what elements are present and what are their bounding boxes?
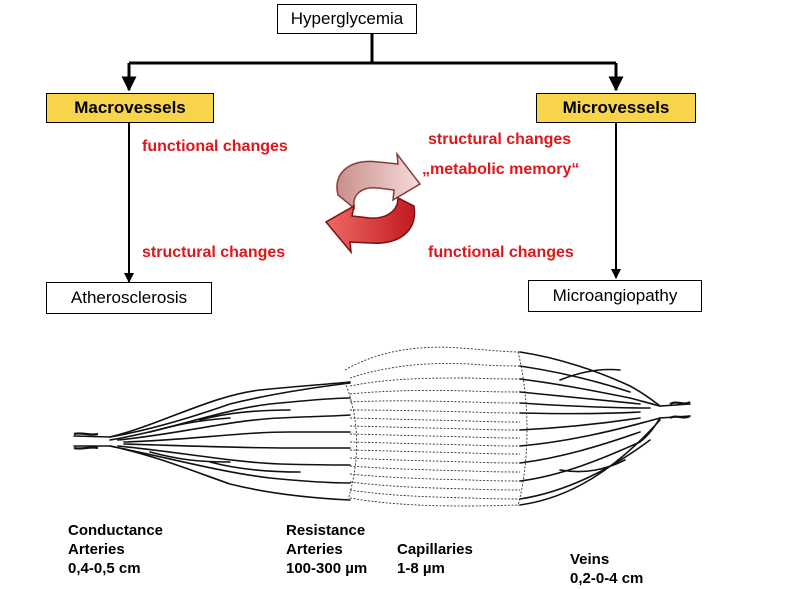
cycle-arrow-light <box>336 151 422 210</box>
veins-label: Veins 0,2-0-4 cm <box>570 550 643 588</box>
conductance-arteries-label: Conductance Arteries 0,4-0,5 cm <box>68 521 163 578</box>
capillaries-label: Capillaries 1-8 µm <box>397 540 473 578</box>
resistance-line2: Arteries <box>286 541 343 558</box>
microvessels-label: Microvessels <box>562 98 670 117</box>
left-functional-changes: functional changes <box>142 138 288 155</box>
resistance-line1: Resistance <box>286 522 366 539</box>
hyperglycemia-box: Hyperglycemia <box>277 4 417 34</box>
microangiopathy-label: Microangiopathy <box>552 286 678 305</box>
veins-line1: Veins <box>570 551 610 568</box>
macrovessels-box: Macrovessels <box>46 93 214 123</box>
conductance-line3: 0,4-0,5 cm <box>68 560 141 577</box>
hyperglycemia-label: Hyperglycemia <box>290 9 404 28</box>
cycle-arrow-dark <box>324 196 416 255</box>
left-structural-changes: structural changes <box>142 244 286 261</box>
capillaries-line2: 1-8 µm <box>397 560 445 577</box>
right-functional-changes: functional changes <box>428 244 574 261</box>
microangiopathy-box: Microangiopathy <box>528 280 702 312</box>
atherosclerosis-box: Atherosclerosis <box>46 282 212 314</box>
resistance-line3: 100-300 µm <box>286 560 368 577</box>
resistance-arteries-label: Resistance Arteries 100-300 µm <box>286 521 367 578</box>
macrovessels-label: Macrovessels <box>74 98 186 117</box>
right-structural-changes: structural changes <box>428 131 572 148</box>
veins-line2: 0,2-0-4 cm <box>570 570 644 587</box>
capillaries-line1: Capillaries <box>397 541 473 558</box>
conductance-line1: Conductance <box>68 522 164 539</box>
metabolic-memory: „metabolic memory“ <box>422 161 580 178</box>
atherosclerosis-label: Atherosclerosis <box>70 288 188 307</box>
conductance-line2: Arteries <box>68 541 125 558</box>
microvessels-box: Microvessels <box>536 93 696 123</box>
